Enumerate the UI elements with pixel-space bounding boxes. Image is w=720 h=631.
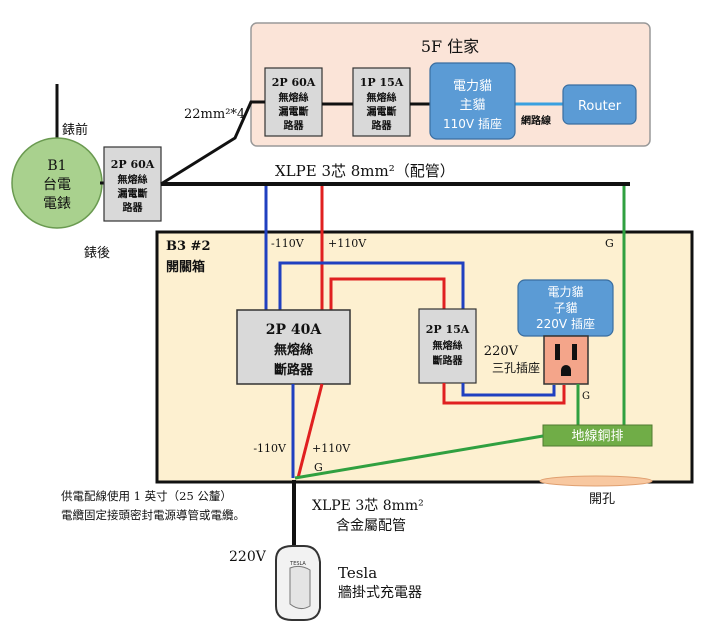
plc-main: 電力貓 主貓 110V 插座	[429, 62, 516, 140]
socket-220v	[543, 335, 589, 385]
charger-brand: Tesla	[338, 564, 377, 582]
svg-text:無熔絲: 無熔絲	[367, 91, 397, 104]
svg-text:無熔絲: 無熔絲	[433, 339, 463, 352]
breaker-2p60a-b1: 2P 60A 無熔絲 漏電斷 路器	[103, 146, 162, 222]
svg-text:無熔絲: 無熔絲	[118, 173, 148, 186]
plc-sub: 電力貓 子貓 220V 插座	[517, 279, 614, 337]
svg-text:漏電斷: 漏電斷	[367, 105, 397, 118]
svg-text:Router: Router	[578, 99, 622, 114]
router: Router	[562, 84, 637, 125]
svg-text:2P 60A: 2P 60A	[272, 76, 316, 89]
svg-text:主貓: 主貓	[459, 98, 485, 113]
svg-text:台電: 台電	[43, 177, 71, 193]
wire-blue-socket	[461, 383, 556, 397]
svg-text:電力貓: 電力貓	[453, 79, 492, 94]
svg-text:1P 15A: 1P 15A	[360, 76, 404, 89]
svg-text:漏電斷: 漏電斷	[118, 187, 148, 200]
breaker-1p15a: 1P 15A 無熔絲 漏電斷 路器	[352, 67, 411, 137]
breaker-2p60a-top: 2P 60A 無熔絲 漏電斷 路器	[264, 67, 323, 137]
svg-text:2P 60A: 2P 60A	[111, 158, 155, 171]
svg-text:子貓: 子貓	[553, 301, 577, 315]
tesla-charger: TESLA	[275, 545, 321, 621]
wire-blue-loop	[278, 261, 465, 310]
svg-text:2P 40A: 2P 40A	[266, 322, 323, 338]
svg-text:路器: 路器	[372, 119, 393, 132]
svg-text:電力貓: 電力貓	[547, 285, 583, 299]
label-neg110-top: -110V	[271, 237, 305, 250]
charger-voltage: 220V	[229, 549, 267, 565]
b3-title: B3 #2	[166, 239, 211, 254]
wire-red-out	[296, 383, 324, 479]
wire-red-loop	[329, 277, 446, 310]
svg-text:無熔絲: 無熔絲	[279, 91, 309, 104]
label-neg110-bottom: -110V	[253, 442, 287, 455]
svg-text:110V 插座: 110V 插座	[443, 116, 502, 131]
note-line-1: 供電配線使用 1 英寸（25 公釐）	[61, 489, 232, 503]
wire-red-socket	[442, 383, 566, 405]
label-g-bottom: G	[314, 461, 323, 474]
note-line-2: 電纜固定接頭密封電源導管或電纜。	[61, 508, 245, 522]
svg-text:漏電斷: 漏電斷	[279, 105, 309, 118]
svg-text:斷路器: 斷路器	[274, 362, 314, 378]
charger-desc: 牆掛式充電器	[338, 585, 422, 601]
network-cable-label: 網路線	[521, 114, 551, 127]
breaker-2p15a: 2P 15A 無熔絲 斷路器	[418, 308, 477, 384]
socket-type-label: 三孔插座	[492, 360, 540, 375]
ground-bar: 地線銅排	[542, 424, 653, 447]
wire-green-out	[294, 434, 544, 480]
svg-text:無熔絲: 無熔絲	[274, 342, 313, 358]
wire-22mm	[160, 100, 265, 186]
label-pos110-bottom: +110V	[312, 442, 351, 455]
b3-subtitle: 開關箱	[166, 259, 205, 275]
svg-text:電錶: 電錶	[43, 196, 71, 212]
svg-text:斷路器: 斷路器	[433, 354, 464, 367]
label-pos110-top: +110V	[328, 237, 367, 250]
charger-logo: TESLA	[289, 561, 306, 567]
meter-before-label: 錶前	[62, 122, 88, 138]
opening-label: 開孔	[589, 492, 615, 507]
label-g-socket: G	[582, 391, 590, 402]
apartment-title: 5F 住家	[421, 37, 479, 56]
xlpe-bottom-label-1: XLPE 3芯 8mm²	[312, 498, 424, 514]
svg-text:2P 15A: 2P 15A	[426, 323, 470, 336]
breaker-2p40a: 2P 40A 無熔絲 斷路器	[236, 309, 351, 385]
wire-22-label: 22mm²*4	[184, 107, 245, 122]
svg-text:220V 插座: 220V 插座	[536, 316, 595, 331]
meter-after-label: 錶後	[84, 246, 110, 261]
opening-ellipse	[539, 475, 653, 487]
xlpe-top-label: XLPE 3芯 8mm²（配管）	[275, 162, 455, 180]
xlpe-bottom-label-2: 含金屬配管	[336, 518, 406, 534]
svg-text:地線銅排: 地線銅排	[571, 428, 623, 444]
socket-voltage-label: 220V	[484, 344, 519, 359]
svg-text:路器: 路器	[123, 201, 144, 214]
svg-text:路器: 路器	[284, 119, 305, 132]
label-g-top: G	[605, 237, 614, 250]
svg-text:B1: B1	[47, 158, 66, 174]
